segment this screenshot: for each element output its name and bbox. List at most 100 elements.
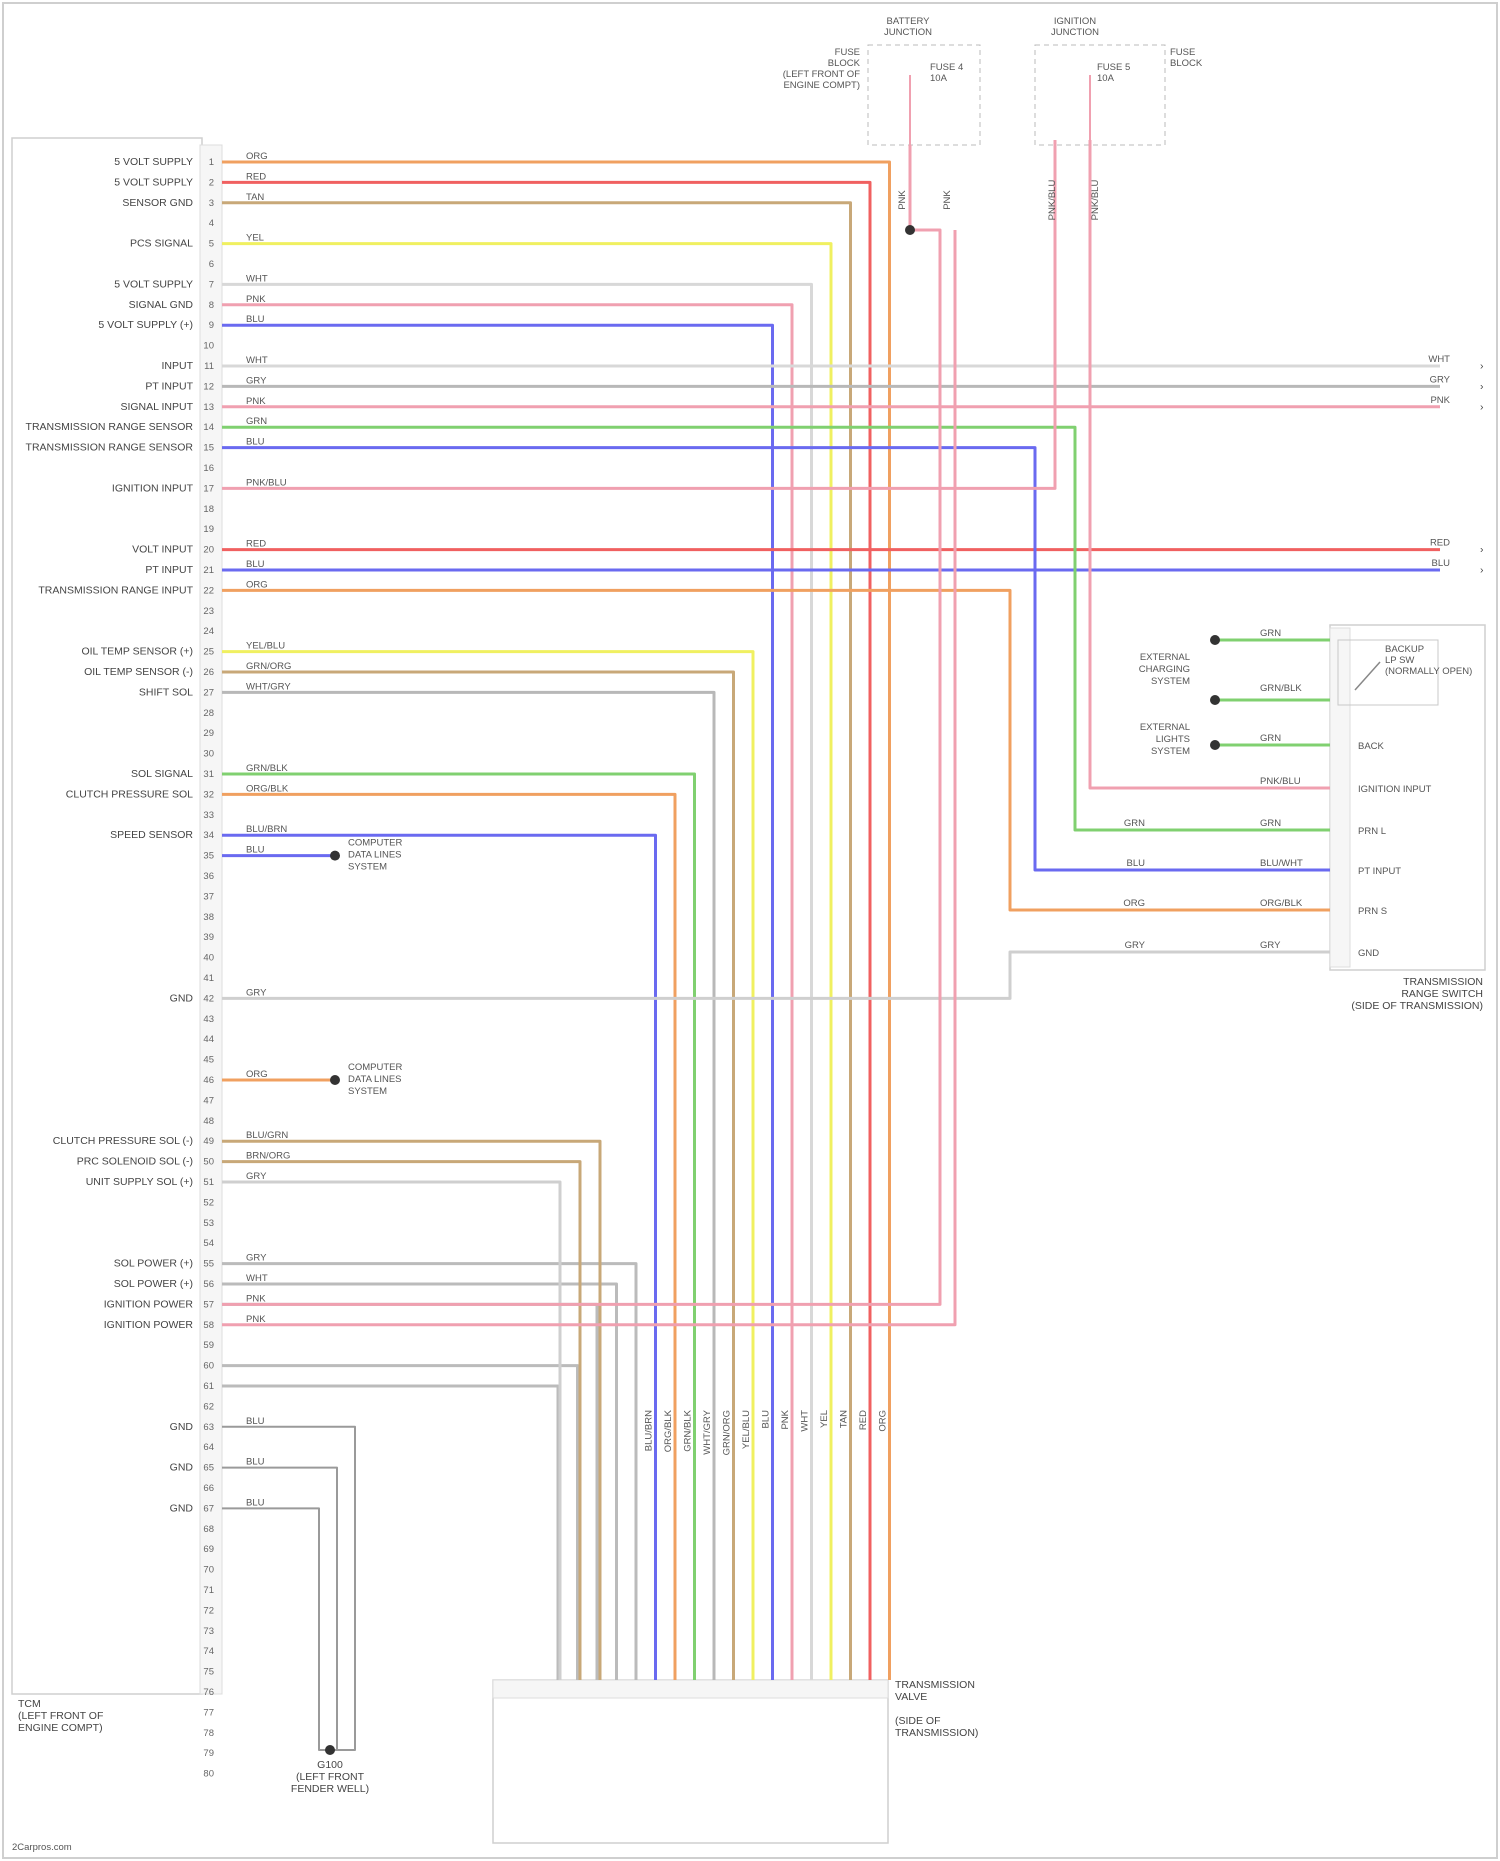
tcm-pin-label: 5 VOLT SUPPLY xyxy=(114,176,193,188)
tcm-pin-number: 73 xyxy=(203,1626,214,1637)
tcm-pin-number: 47 xyxy=(203,1095,214,1106)
tcm-pin-label: SHIFT SOL xyxy=(139,686,193,698)
tcm-pin-number: 77 xyxy=(203,1707,214,1718)
right-edge-wire-label: WHT xyxy=(1428,354,1450,365)
computer-link-label: SYSTEM xyxy=(348,862,387,873)
tcm-pin-number: 11 xyxy=(204,361,214,372)
ground-group-label: SOL POWER (+) xyxy=(114,1278,193,1290)
tcm-pin-number: 79 xyxy=(203,1748,214,1759)
tcm-pin-number: 60 xyxy=(203,1361,214,1372)
tcm-pin-number: 1 xyxy=(209,157,214,168)
tcm-pin-number: 29 xyxy=(203,728,214,739)
tcm-pin-number: 53 xyxy=(203,1218,214,1229)
tcm-wire-label: RED xyxy=(246,539,266,550)
right-edge-wire-label: PNK xyxy=(1430,395,1450,406)
tcm-pin-number: 26 xyxy=(203,667,214,678)
tcm-pin-label: INPUT xyxy=(162,360,194,372)
range-switch-wire-label: GRN/BLK xyxy=(1260,683,1302,694)
range-switch-pin-label: PRN S xyxy=(1358,906,1387,917)
tcm-pin-number: 40 xyxy=(203,953,214,964)
wire-tcm-to-valve xyxy=(222,1386,558,1680)
ground-group-label: IGNITION POWER xyxy=(104,1319,194,1331)
ground-group-wire: GRY xyxy=(246,1253,267,1264)
tcm-pin-number: 56 xyxy=(203,1279,214,1290)
ground-point-label: FENDER WELL) xyxy=(291,1783,369,1795)
tcm-pin-number: 61 xyxy=(203,1381,214,1392)
wire-tcm-to-valve xyxy=(222,203,851,1680)
tcm-pin-number: 74 xyxy=(203,1646,214,1657)
tcm-pin-number: 46 xyxy=(203,1075,214,1086)
range-switch-title: RANGE SWITCH xyxy=(1401,988,1483,1000)
tcm-pin-number: 35 xyxy=(203,851,214,862)
range-switch-left-label: GRN xyxy=(1124,818,1145,829)
tcm-pin-number: 75 xyxy=(203,1667,214,1678)
page-border xyxy=(3,3,1497,1858)
valve-body-label: (SIDE OF xyxy=(895,1715,941,1727)
tcm-wire-label: RED xyxy=(246,171,266,182)
tcm-pin-number: 13 xyxy=(203,402,214,413)
tcm-pin-label: OIL TEMP SENSOR (+) xyxy=(81,646,193,658)
connector-dot xyxy=(1210,740,1220,750)
tcm-pin-number: 32 xyxy=(203,789,214,800)
tcm-pin-number: 22 xyxy=(203,585,214,596)
tcm-pin-label: 5 VOLT SUPPLY (+) xyxy=(98,319,193,331)
tcm-pin-number: 24 xyxy=(203,626,214,637)
ground-group-wire: PNK xyxy=(246,1314,266,1325)
tcm-pin-number: 55 xyxy=(203,1259,214,1270)
tcm-pin-label: 5 VOLT SUPPLY xyxy=(114,156,193,168)
range-switch-left-label: ORG xyxy=(1123,898,1145,909)
external-lights-label: LIGHTS xyxy=(1156,734,1190,745)
label-layer: 15 VOLT SUPPLYORG25 VOLT SUPPLYRED3SENSO… xyxy=(12,16,1484,1853)
fuse-wire-label: PNK xyxy=(897,190,908,210)
wire-lower-pin xyxy=(222,1141,600,1680)
external-lights-label: EXTERNAL xyxy=(1140,722,1190,733)
external-charging-label: CHARGING xyxy=(1139,664,1190,675)
tcm-wire-label: YEL xyxy=(246,233,264,244)
valve-body-label: VALVE xyxy=(895,1691,927,1703)
computer-link-wire: ORG xyxy=(246,1069,268,1080)
tcm-pin-number: 21 xyxy=(203,565,214,576)
wire-ground xyxy=(222,1508,330,1750)
tcm-pin-number: 51 xyxy=(203,1177,214,1188)
tcm-pin-number: 54 xyxy=(203,1238,214,1249)
tcm-wire-label: YEL/BLU xyxy=(246,641,285,652)
tcm-pin-label: PT INPUT xyxy=(145,380,193,392)
tcm-pin-number: 57 xyxy=(203,1299,214,1310)
backup-switch-label: BACKUP xyxy=(1385,644,1424,655)
tcm-pin-number: 67 xyxy=(203,1503,214,1514)
valve-wire-label: WHT xyxy=(800,1410,811,1432)
ground-group-label: SOL POWER (+) xyxy=(114,1258,193,1270)
ground-group-wire: WHT xyxy=(246,1273,268,1284)
wire-ground xyxy=(222,1427,355,1750)
tcm-wire-label: PNK xyxy=(246,294,266,305)
tcm-pin-number: 25 xyxy=(203,647,214,658)
right-edge-arrow: › xyxy=(1480,380,1484,392)
tcm-pin-number: 38 xyxy=(203,912,214,923)
splice-dot xyxy=(905,225,915,235)
fuse-label: 10A xyxy=(1097,73,1115,84)
tcm-pin-number: 42 xyxy=(203,993,214,1004)
tcm-pin-number: 31 xyxy=(203,769,214,780)
gnd-pin-label: GND xyxy=(170,1462,194,1474)
tcm-pin-label: IGNITION INPUT xyxy=(112,482,194,494)
wire-tcm-to-valve xyxy=(222,1304,597,1680)
range-switch-wire-label: GRN xyxy=(1260,628,1281,639)
tcm-pin-number: 17 xyxy=(203,483,214,494)
range-switch-pin-label: PRN L xyxy=(1358,826,1386,837)
tcm-wire-label: BLU/BRN xyxy=(246,824,287,835)
wire-tcm-to-valve xyxy=(222,1366,578,1680)
tcm-pin-number: 27 xyxy=(203,687,214,698)
right-edge-wire-label: GRY xyxy=(1430,374,1451,385)
wire-lower-pin xyxy=(222,1162,580,1680)
tcm-pin-label: TRANSMISSION RANGE SENSOR xyxy=(26,421,194,433)
fuse-wire-label: PNK/BLU xyxy=(1047,180,1058,221)
wire-ignition-input xyxy=(222,140,1055,488)
tcm-pin-number: 65 xyxy=(203,1463,214,1474)
range-switch-pin-label: GND xyxy=(1358,948,1379,959)
range-switch-title: (SIDE OF TRANSMISSION) xyxy=(1351,1000,1483,1012)
fuse-wire-label: PNK/BLU xyxy=(1090,180,1101,221)
lower-pin-wire: BRN/ORG xyxy=(246,1151,290,1162)
range-switch-title: TRANSMISSION xyxy=(1403,976,1483,988)
tcm-pin-number: 76 xyxy=(203,1687,214,1698)
tcm-module-name: ENGINE COMPT) xyxy=(18,1722,103,1734)
